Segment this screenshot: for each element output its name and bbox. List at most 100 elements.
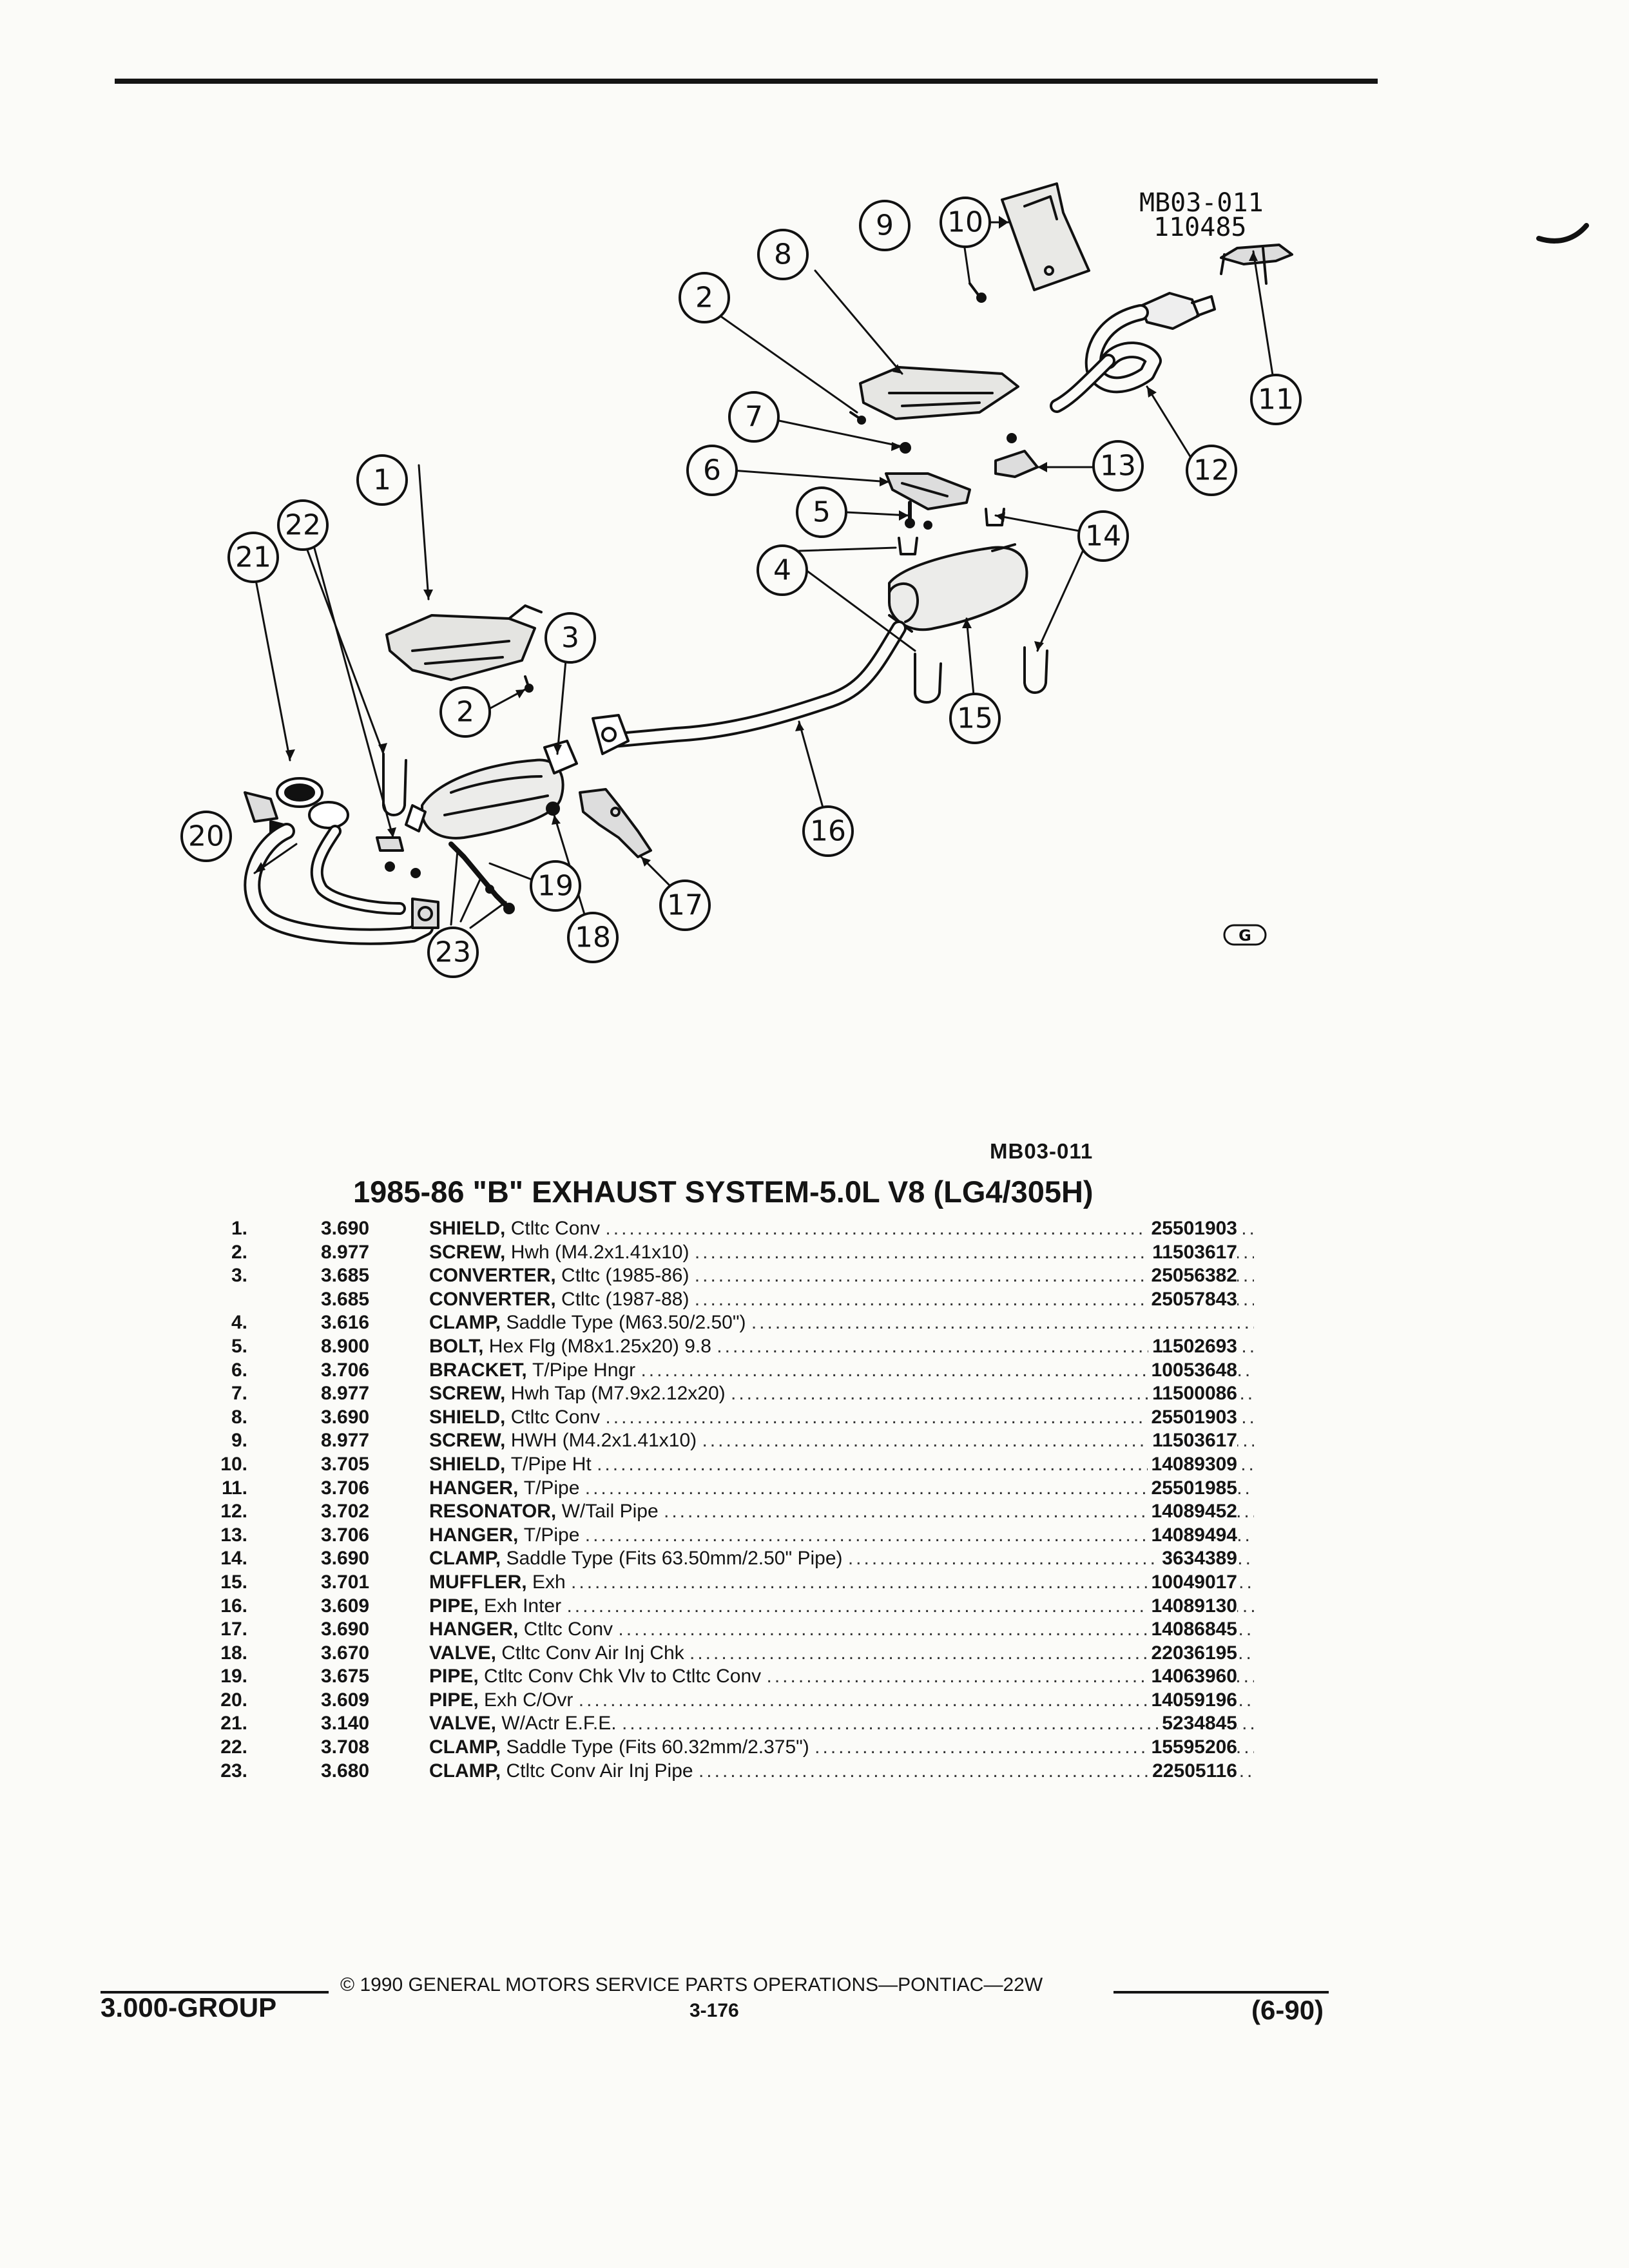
part-number: 25056382 xyxy=(1147,1265,1237,1287)
part-number: 11500086 xyxy=(1148,1383,1237,1405)
callout-4: 4 xyxy=(773,554,791,587)
callout-2-lower: 2 xyxy=(456,696,474,729)
svg-text:G: G xyxy=(1239,927,1251,945)
callout-20: 20 xyxy=(188,820,224,853)
part-description: CLAMP, Ctltc Conv Air Inj Pipe .........… xyxy=(429,1760,1254,1782)
part-name: CLAMP, xyxy=(429,1548,501,1570)
leader-dots: ........................................… xyxy=(597,1453,1254,1475)
group-label: 3.000-GROUP xyxy=(101,1992,277,2023)
part-detail: Saddle Type (M63.50/2.50") xyxy=(506,1312,746,1334)
item-number: 6. xyxy=(231,1359,247,1381)
part-number: 14089309 xyxy=(1147,1453,1237,1475)
callout-7: 7 xyxy=(745,401,763,434)
tailpipe-hanger-11 xyxy=(1220,244,1293,265)
resonator-12 xyxy=(1139,292,1200,330)
item-number: 23. xyxy=(220,1760,247,1782)
part-name: CONVERTER, xyxy=(429,1265,556,1287)
part-name: BOLT, xyxy=(429,1335,484,1357)
part-name: HANGER, xyxy=(429,1619,519,1640)
part-description: SCREW, Hwh Tap (M7.9x2.12x20) ..........… xyxy=(429,1383,1254,1405)
item-number: 13. xyxy=(220,1524,247,1546)
part-name: CONVERTER, xyxy=(429,1288,556,1310)
callout-circle-14 xyxy=(1077,510,1129,562)
callout-3: 3 xyxy=(561,622,579,655)
group-number: 3.140 xyxy=(321,1713,370,1735)
group-number: 3.690 xyxy=(321,1218,370,1239)
callout-circle-22 xyxy=(277,499,329,551)
part-number: 10049017 xyxy=(1147,1571,1237,1593)
callout-18: 18 xyxy=(575,921,611,954)
callout-circle-18 xyxy=(567,912,619,963)
part-name: CLAMP, xyxy=(429,1760,501,1782)
callout-circle-2-upper xyxy=(679,272,730,323)
item-number: 22. xyxy=(220,1736,247,1758)
part-description: CLAMP, Saddle Type (Fits 60.32mm/2.375")… xyxy=(429,1736,1254,1758)
part-detail: Ctltc (1987-88) xyxy=(561,1288,689,1310)
group-number: 3.609 xyxy=(321,1689,370,1711)
callout-circle-23 xyxy=(427,927,479,978)
item-number: 9. xyxy=(231,1430,247,1452)
part-detail: T/Pipe xyxy=(523,1477,580,1499)
group-number: 3.685 xyxy=(321,1265,370,1287)
part-description: SHIELD, T/Pipe Ht ......................… xyxy=(429,1454,1254,1475)
group-number: 8.900 xyxy=(321,1335,370,1357)
callout-circle-20 xyxy=(180,811,232,862)
group-number: 3.670 xyxy=(321,1642,370,1664)
saddle-clamp-22 xyxy=(382,753,407,816)
part-detail: HWH (M4.2x1.41x10) xyxy=(510,1430,697,1452)
callout-12: 12 xyxy=(1193,454,1229,487)
group-number: 3.705 xyxy=(321,1453,370,1475)
group-number: 8.977 xyxy=(321,1430,370,1452)
leader-dots: ........................................… xyxy=(571,1571,1254,1593)
group-number: 3.706 xyxy=(321,1524,370,1546)
copyright: © 1990 GENERAL MOTORS SERVICE PARTS OPER… xyxy=(340,1974,1043,1995)
callout-23: 23 xyxy=(435,936,471,969)
part-name: VALVE, xyxy=(429,1713,496,1735)
part-detail: Ctltc Conv xyxy=(510,1218,601,1239)
saddle-clamp-4 xyxy=(914,653,942,704)
part-detail: Ctltc Conv xyxy=(510,1406,601,1428)
callout-circle-3 xyxy=(545,612,596,664)
callout-15: 15 xyxy=(957,702,993,735)
callout-circle-2-lower xyxy=(439,686,491,738)
part-name: SCREW, xyxy=(429,1383,506,1405)
leader-dots: ........................................… xyxy=(584,1524,1254,1546)
part-description: CLAMP, Saddle Type (Fits 63.50mm/2.50" P… xyxy=(429,1548,1254,1570)
part-detail: Ctltc Conv Chk Vlv to Ctltc Conv xyxy=(484,1666,762,1687)
part-detail: Ctltc (1985-86) xyxy=(561,1265,689,1287)
callout-17: 17 xyxy=(667,889,703,922)
item-number: 4. xyxy=(231,1312,247,1334)
part-name: CLAMP, xyxy=(429,1312,501,1334)
part-description: BRACKET, T/Pipe Hngr ...................… xyxy=(429,1360,1254,1381)
group-number: 3.685 xyxy=(321,1288,370,1310)
part-name: HANGER, xyxy=(429,1477,519,1499)
callout-16: 16 xyxy=(810,815,846,848)
part-description: RESONATOR, W/Tail Pipe .................… xyxy=(429,1501,1254,1523)
group-number: 3.706 xyxy=(321,1477,370,1499)
part-detail: Saddle Type (Fits 63.50mm/2.50" Pipe) xyxy=(506,1548,843,1570)
part-number: 14086845 xyxy=(1147,1619,1237,1641)
part-name: SHIELD, xyxy=(429,1453,506,1475)
part-description: HANGER, T/Pipe .........................… xyxy=(429,1477,1254,1499)
figure-code: MB03-011 xyxy=(990,1139,1094,1163)
part-number: 5234845 xyxy=(1158,1713,1237,1735)
part-description: VALVE, Ctltc Conv Air Inj Chk ..........… xyxy=(429,1642,1254,1664)
callout-circle-4 xyxy=(757,544,808,596)
part-name: VALVE, xyxy=(429,1642,496,1664)
part-description: SCREW, Hwh (M4.2x1.41x10) ..............… xyxy=(429,1242,1254,1264)
exhaust-diagram-svg: 1 2 2 3 4 5 6 7 8 9 10 11 12 13 14 15 16… xyxy=(180,182,1589,978)
diagram-date-label: 110485 xyxy=(1153,213,1247,242)
leader-dots: ........................................… xyxy=(621,1713,1254,1735)
part-name: BRACKET, xyxy=(429,1359,527,1381)
margin-marks xyxy=(1536,223,1589,244)
group-number: 8.977 xyxy=(321,1383,370,1405)
